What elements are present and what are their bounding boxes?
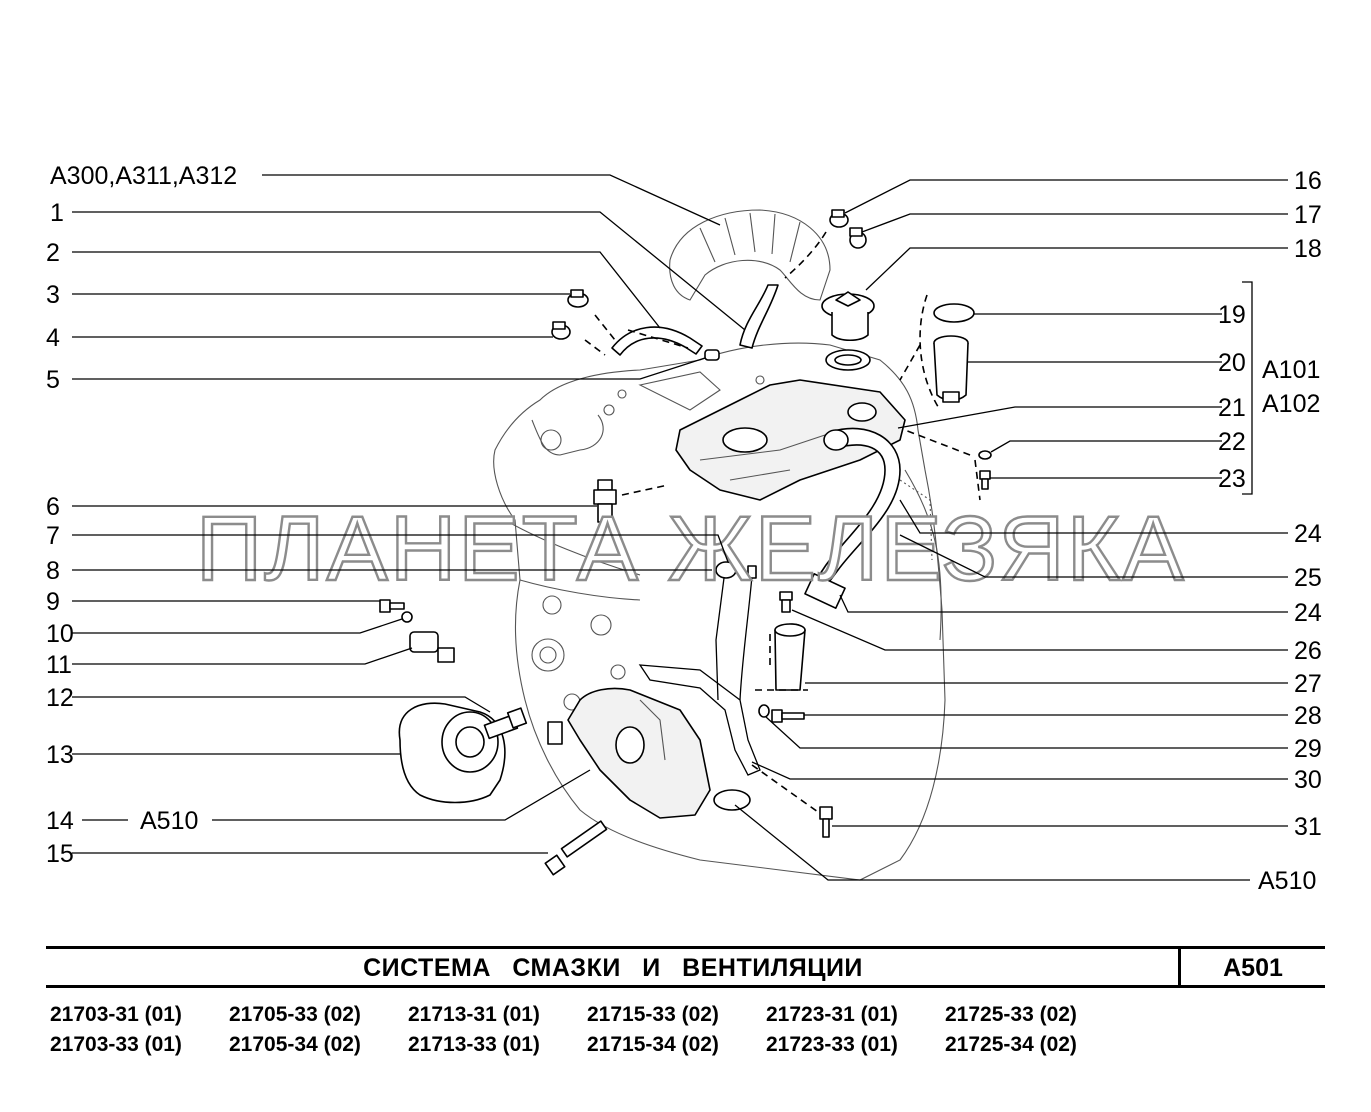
diagram-code: А501 <box>1223 954 1283 982</box>
callout-27: 27 <box>1294 670 1322 698</box>
oil-filter-13 <box>398 702 506 804</box>
oil-pressure-sensor-6 <box>593 479 617 523</box>
air-intake-duct <box>669 209 831 301</box>
callout-15: 15 <box>46 840 74 868</box>
callout-11: 11 <box>46 651 72 679</box>
breather-hose-2 <box>611 326 703 356</box>
group-ref-a102: А102 <box>1262 390 1320 418</box>
callout-26: 26 <box>1294 637 1322 665</box>
callout-a510: А510 <box>1258 867 1316 895</box>
model-code: 21705-34 (02) <box>229 1033 361 1056</box>
filler-neck-20 <box>933 335 969 403</box>
hose-clamp-24 <box>804 429 849 609</box>
callout-8: 8 <box>46 557 60 585</box>
model-code: 21703-33 (01) <box>50 1033 182 1056</box>
callout-28: 28 <box>1294 702 1322 730</box>
callout-16: 16 <box>1294 167 1322 195</box>
callout-14-ref: А510 <box>140 807 198 835</box>
assembly-arrows <box>584 231 981 813</box>
callout-31: 31 <box>1294 813 1322 841</box>
right-callouts: 16 17 18 19 20 21 22 23 24 25 24 26 27 2… <box>1218 167 1322 895</box>
dipstick-7-8 <box>715 561 757 701</box>
washer-22 <box>978 450 992 460</box>
pump-gasket-30 <box>638 664 761 776</box>
callout-20: 20 <box>1218 349 1246 377</box>
callout-1: 1 <box>50 199 64 227</box>
oil-filler-cap-18 <box>821 291 875 371</box>
callout-23: 23 <box>1218 465 1246 493</box>
clamp-16 <box>829 209 849 228</box>
bolt-15 <box>544 820 608 876</box>
title-block: СИСТЕМА СМАЗКИ И ВЕНТИЛЯЦИИ А501 <box>46 946 1325 988</box>
bolt-28 <box>771 709 805 723</box>
ventilation-hose-24-25 <box>815 427 901 587</box>
bolt-23 <box>979 470 991 490</box>
seal-a510 <box>713 789 751 811</box>
callout-21: 21 <box>1218 394 1246 422</box>
group-ref-a101: А101 <box>1262 356 1320 384</box>
model-code: 21725-34 (02) <box>945 1033 1077 1056</box>
callout-12: 12 <box>46 684 74 712</box>
bolt-31 <box>819 806 833 838</box>
fitting-5 <box>704 349 720 361</box>
model-code: 21705-33 (02) <box>229 1003 361 1026</box>
callout-13: 13 <box>46 741 74 769</box>
washer-29 <box>758 704 770 718</box>
clamp-4 <box>551 321 571 340</box>
sensor-11 <box>409 631 455 663</box>
callout-14: 14 <box>46 807 74 835</box>
callout-5: 5 <box>46 366 60 394</box>
callout-3: 3 <box>46 281 60 309</box>
model-code: 21715-33 (02) <box>587 1003 719 1026</box>
pipe-27 <box>774 623 806 691</box>
clamp-3 <box>567 289 589 308</box>
model-code: 21713-33 (01) <box>408 1033 540 1056</box>
clamp-17 <box>849 227 867 249</box>
o-ring-19 <box>933 303 975 323</box>
model-code: 21715-34 (02) <box>587 1033 719 1056</box>
fitting-12 <box>483 707 528 740</box>
callout-24-bottom: 24 <box>1294 599 1322 627</box>
callout-2: 2 <box>46 239 60 267</box>
leader-lines <box>72 174 1288 881</box>
callout-4: 4 <box>46 324 60 352</box>
callout-24-top: 24 <box>1294 520 1322 548</box>
washer-10 <box>401 611 413 623</box>
oil-pump-14 <box>547 687 711 819</box>
model-code: 21703-31 (01) <box>50 1003 182 1026</box>
callout-6: 6 <box>46 493 60 521</box>
callout-29: 29 <box>1294 735 1322 763</box>
model-code: 21713-31 (01) <box>408 1003 540 1026</box>
callout-10: 10 <box>46 620 74 648</box>
callout-25: 25 <box>1294 564 1322 592</box>
model-list: 21703-31 (01) 21705-33 (02) 21713-31 (01… <box>50 1003 1124 1057</box>
callout-18: 18 <box>1294 235 1322 263</box>
left-callouts: А300,А311,А312 1 2 3 4 5 6 7 8 9 10 11 1… <box>46 162 237 868</box>
model-code: 21723-33 (01) <box>766 1033 898 1056</box>
callout-9: 9 <box>46 588 60 616</box>
callout-30: 30 <box>1294 766 1322 794</box>
watermark: ПЛАНЕТА ЖЕЛЕЗЯКА <box>196 498 1186 600</box>
model-code: 21723-31 (01) <box>766 1003 898 1026</box>
callout-a300: А300,А311,А312 <box>50 162 237 190</box>
callout-7: 7 <box>46 522 60 550</box>
diagram-title: СИСТЕМА СМАЗКИ И ВЕНТИЛЯЦИИ <box>363 954 863 982</box>
title-divider <box>1178 949 1181 985</box>
model-code: 21725-33 (02) <box>945 1003 1077 1026</box>
breather-hose-1 <box>739 284 779 349</box>
callout-22: 22 <box>1218 428 1246 456</box>
bolt-9 <box>379 599 405 613</box>
callout-19: 19 <box>1218 301 1246 329</box>
plug-26 <box>779 591 793 613</box>
callout-17: 17 <box>1294 201 1322 229</box>
